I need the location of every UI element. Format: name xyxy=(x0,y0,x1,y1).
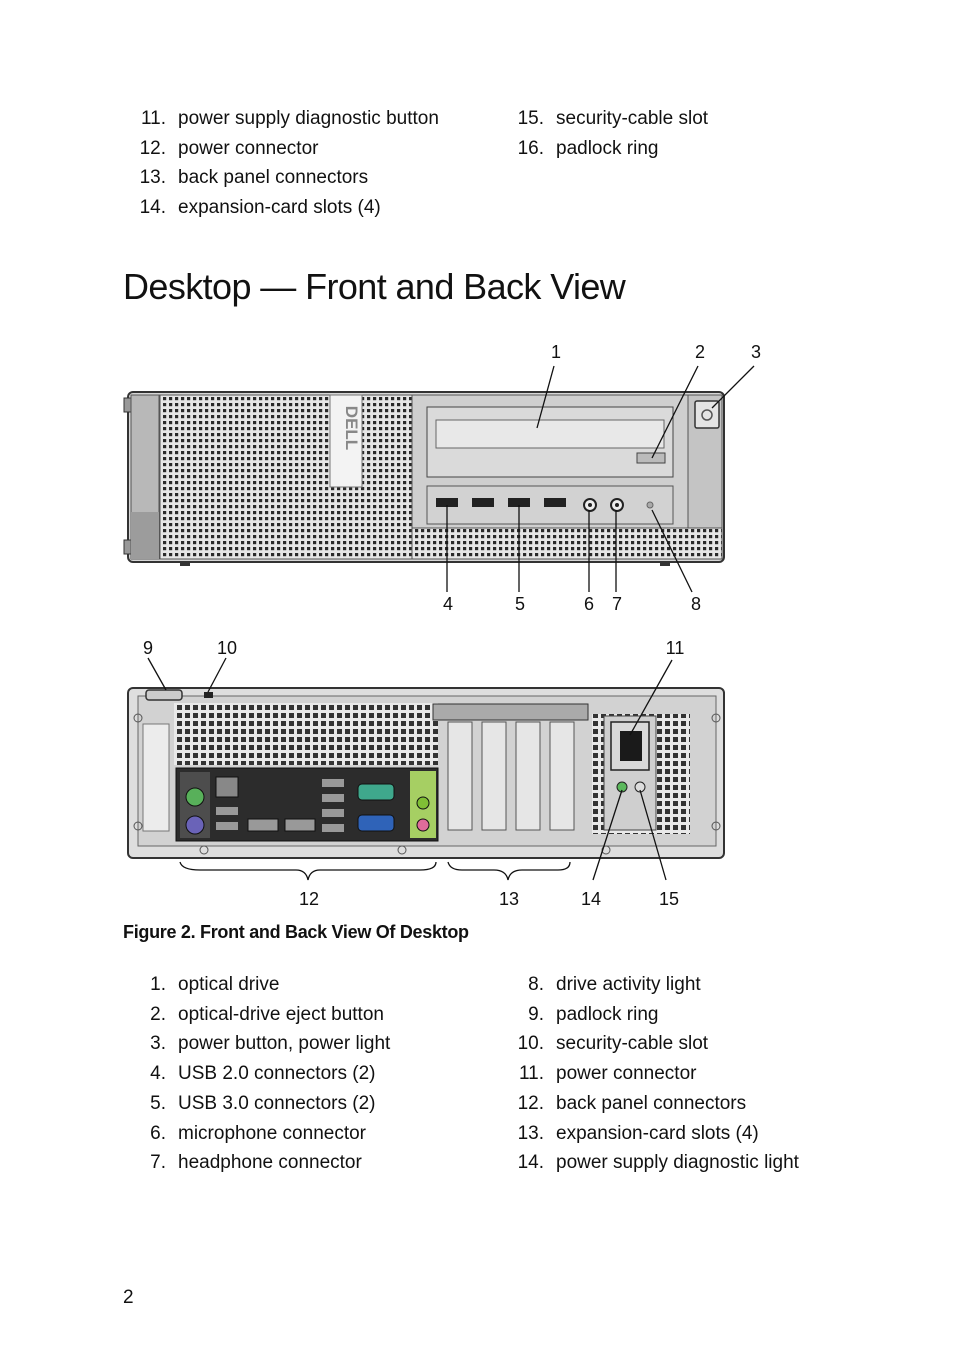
list-item: 7.headphone connector xyxy=(150,1152,362,1174)
power-icon xyxy=(701,409,713,421)
section-title: Desktop — Front and Back View xyxy=(123,266,626,307)
list-item: 11.power connector xyxy=(518,1063,697,1085)
top-list-right: 15.security-cable slot 16.padlock ring xyxy=(496,104,708,163)
list-item: 8.drive activity light xyxy=(528,974,701,995)
front-mesh-grille xyxy=(159,394,413,560)
front-callout-lines xyxy=(446,365,755,593)
padlock-ring xyxy=(145,689,183,701)
list-item: 13.back panel connectors xyxy=(139,167,369,189)
back-view xyxy=(127,687,725,859)
line-in-jack xyxy=(416,818,430,832)
usb-port xyxy=(216,807,238,815)
serial-port xyxy=(357,783,395,801)
expansion-card-slot xyxy=(447,721,473,831)
list-item: 12.power connector xyxy=(139,137,319,159)
vga-port xyxy=(357,814,395,832)
list-item: 6.microphone connector xyxy=(150,1122,366,1144)
usb-port xyxy=(322,779,344,787)
usb-port xyxy=(322,809,344,817)
callout-label: 15 xyxy=(659,889,679,909)
bottom-list-left: 1.optical drive 2.optical-drive eject bu… xyxy=(118,970,390,1178)
ps2-mouse-port xyxy=(185,787,205,807)
callout-label: 1 xyxy=(551,342,561,362)
list-item: 5.USB 3.0 connectors (2) xyxy=(150,1092,376,1114)
list-item: 3.power button, power light xyxy=(150,1033,391,1055)
list-item: 16.padlock ring xyxy=(517,137,659,159)
displayport xyxy=(247,818,279,832)
list-item: 15.security-cable slot xyxy=(517,108,709,129)
list-item: 4.USB 2.0 connectors (2) xyxy=(150,1063,376,1085)
list-item: 2.optical-drive eject button xyxy=(150,1003,384,1025)
dell-logo: DELL xyxy=(342,406,361,450)
expansion-card-slot xyxy=(515,721,541,831)
callout-label: 14 xyxy=(581,889,601,909)
displayport xyxy=(284,818,316,832)
top-list-left: 11.power supply diagnostic button 12.pow… xyxy=(118,104,439,223)
list-item: 1.optical drive xyxy=(150,974,280,995)
callout-label: 8 xyxy=(691,594,701,614)
back-callout-lines xyxy=(147,657,673,881)
callout-label: 3 xyxy=(751,342,761,362)
usb-3-port xyxy=(544,498,566,507)
usb-port xyxy=(216,822,238,830)
bottom-list-right: 8.drive activity light 9.padlock ring 10… xyxy=(496,970,799,1178)
expansion-card-slot xyxy=(549,721,575,831)
usb-2-port xyxy=(472,498,494,507)
callout-label: 2 xyxy=(695,342,705,362)
drive-activity-light xyxy=(646,501,654,509)
figure-caption: Figure 2. Front and Back View Of Desktop xyxy=(123,922,469,942)
callout-label: 12 xyxy=(299,889,319,909)
list-item: 11.power supply diagnostic button xyxy=(140,108,439,129)
security-cable-slot xyxy=(204,692,213,698)
line-out-jack xyxy=(416,796,430,810)
callout-label: 7 xyxy=(612,594,622,614)
callout-label: 13 xyxy=(499,889,519,909)
callout-label: 9 xyxy=(143,638,153,658)
usb-port xyxy=(322,824,344,832)
network-port xyxy=(215,776,239,798)
callout-label: 10 xyxy=(217,638,237,658)
callout-label: 5 xyxy=(515,594,525,614)
list-item: 14.power supply diagnostic light xyxy=(517,1152,799,1174)
desktop-front-back-figure: DELL 1 2 3 4 5 6 7 8 xyxy=(123,342,761,909)
usb-3-port xyxy=(508,498,530,507)
dell-logo-badge xyxy=(329,394,363,488)
front-view: DELL xyxy=(123,391,725,566)
usb-2-port xyxy=(436,498,458,507)
list-item: 14.expansion-card slots (4) xyxy=(139,197,381,219)
list-item: 10.security-cable slot xyxy=(517,1033,709,1055)
list-item: 12.back panel connectors xyxy=(517,1092,747,1114)
list-item: 13.expansion-card slots (4) xyxy=(517,1122,759,1144)
expansion-card-slot xyxy=(481,721,507,831)
ps2-keyboard-port xyxy=(185,815,205,835)
optical-drive-eject-button xyxy=(636,452,666,464)
list-item: 9.padlock ring xyxy=(528,1003,659,1025)
usb-port xyxy=(322,794,344,802)
callout-label: 6 xyxy=(584,594,594,614)
page-number: 2 xyxy=(123,1287,134,1308)
callout-label: 4 xyxy=(443,594,453,614)
callout-label: 11 xyxy=(666,638,685,658)
